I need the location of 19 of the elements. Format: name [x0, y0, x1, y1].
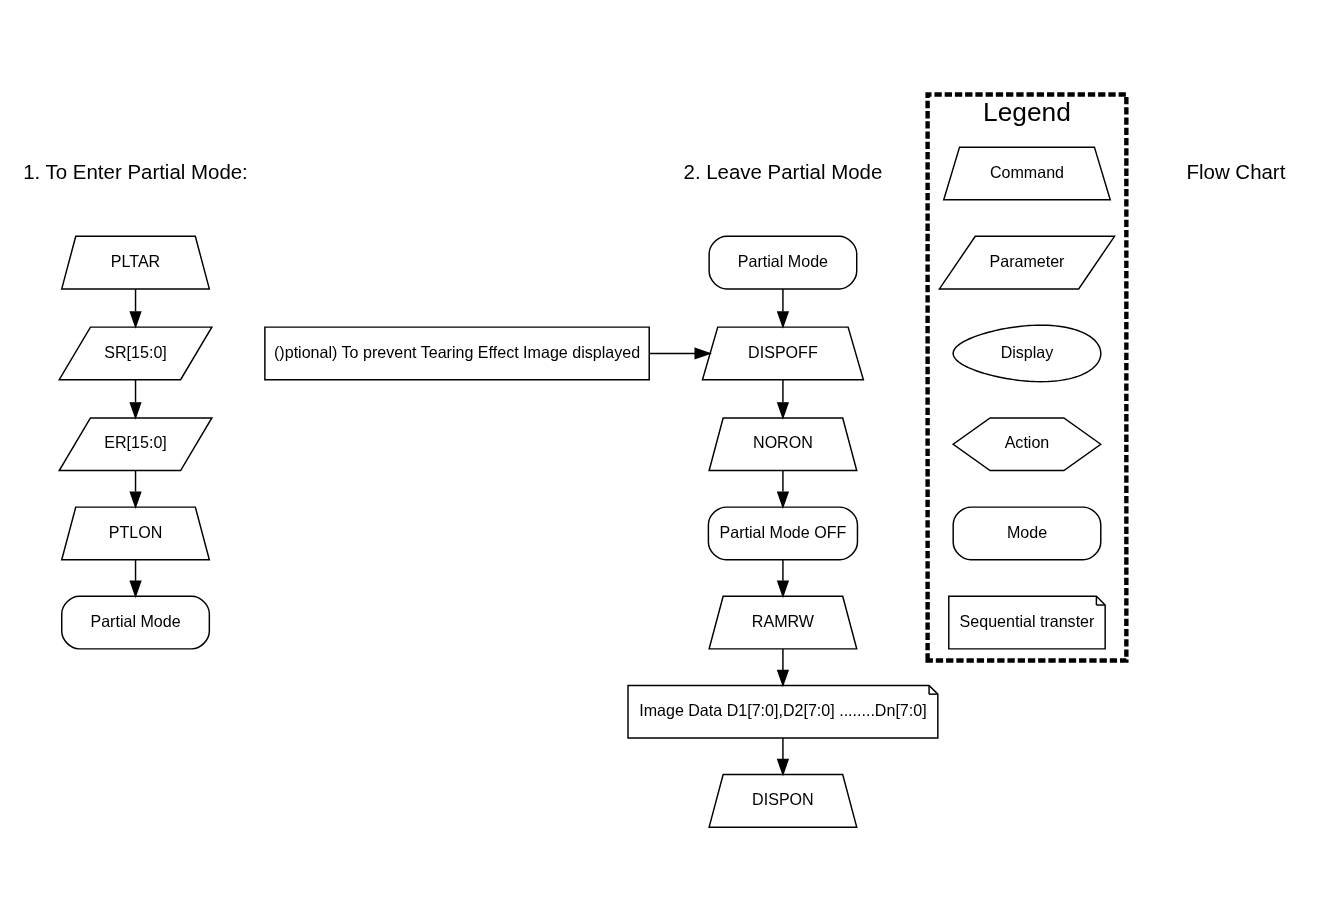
arrow — [129, 379, 142, 420]
label: Flow Chart — [1186, 159, 1286, 183]
node-box: Partial Mode — [708, 235, 858, 290]
arrow — [648, 347, 713, 360]
node-box: Partial Mode OFF — [707, 506, 859, 561]
arrow — [776, 737, 790, 777]
label: 1. To Enter Partial Mode: — [23, 159, 248, 183]
node-box: Partial Mode — [61, 595, 211, 650]
node-box: Mode — [952, 506, 1102, 561]
label: 2. Leave Partial Mode — [683, 159, 883, 183]
node-box: ()ptional) To prevent Tearing Effect Image displayed — [264, 326, 650, 381]
arrow — [776, 648, 790, 688]
arrow — [129, 469, 142, 509]
arrow — [776, 469, 790, 509]
arrow — [776, 288, 790, 329]
arrow — [776, 559, 790, 599]
arrow — [776, 379, 790, 420]
arrow — [129, 288, 142, 329]
arrow — [129, 559, 142, 599]
